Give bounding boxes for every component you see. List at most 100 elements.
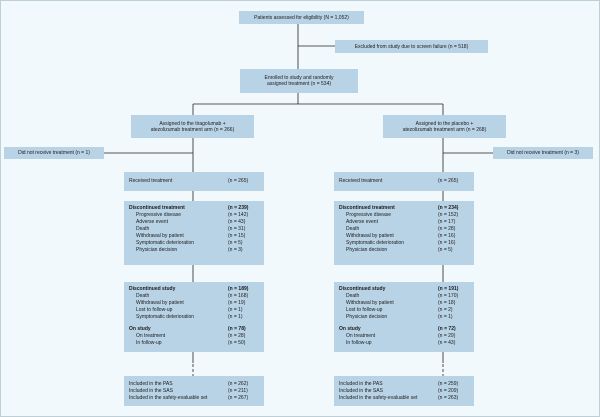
- right-disc-study-item: Physician decision (n = 1): [339, 314, 469, 320]
- row-count: (n = 267): [228, 395, 249, 401]
- row-label: Discontinued treatment: [129, 205, 185, 211]
- right-disc-treatment-header: Discontinued treatment (n = 234): [339, 205, 469, 211]
- right-included-row: Included in the PAS (n = 259): [339, 381, 469, 387]
- left-disc-study-item: Symptomatic deterioration (n = 1): [129, 314, 259, 320]
- row-count: (n = 168): [228, 293, 249, 299]
- left-on-study-item: In follow-up (n = 50): [129, 340, 259, 346]
- left-included-row: Included in the PAS (n = 262): [129, 381, 259, 387]
- right-not-received-text: Did not receive treatment (n = 3): [507, 150, 579, 156]
- excluded-text: Excluded from study due to screen failur…: [354, 43, 469, 50]
- row-label: Death: [346, 226, 360, 232]
- left-disc-treatment-box: Discontinued treatment (n = 239) Progres…: [124, 201, 264, 265]
- left-disc-study-item: Lost to follow-up (n = 1): [129, 307, 259, 313]
- row-label: Progressive disease: [136, 212, 182, 218]
- left-received-box: Received treatment (n = 265): [124, 172, 264, 191]
- row-label: On treatment: [136, 333, 166, 339]
- row-label: On study: [129, 326, 151, 332]
- row-label: Withdrawal by patient: [136, 233, 184, 239]
- left-disc-treatment-item: Symptomatic deterioration (n = 5): [129, 240, 259, 246]
- right-disc-treatment-item: Symptomatic deterioration (n = 16): [339, 240, 469, 246]
- row-count: (n = 152): [438, 212, 459, 218]
- row-count: (n = 50): [228, 340, 246, 346]
- assessed-text: Patients assessed for eligibility (N = 1…: [254, 14, 349, 21]
- row-label: Physician decision: [346, 314, 388, 320]
- row-label: Death: [346, 293, 360, 299]
- row-label: Included in the SAS: [339, 388, 383, 394]
- left-assigned-line-1: Assigned to the tiragolumab +: [159, 120, 226, 127]
- row-count: (n = 259): [438, 381, 459, 387]
- left-disc-treatment-item: Progressive disease (n = 142): [129, 212, 259, 218]
- row-label: Included in the PAS: [129, 381, 173, 387]
- row-count: (n = 1): [438, 314, 453, 320]
- row-label: Lost to follow-up: [136, 307, 173, 313]
- enrolled-line-1: Enrolled to study and randomly: [264, 75, 334, 81]
- right-disc-treatment-box: Discontinued treatment (n = 234) Progres…: [334, 201, 474, 265]
- row-count: (n = 31): [228, 226, 246, 232]
- row-label: Withdrawal by patient: [136, 300, 184, 306]
- row-count: (n = 15): [228, 233, 246, 239]
- right-disc-study-box: Discontinued study (n = 191) Death (n = …: [334, 282, 474, 352]
- row-label: Symptomatic deterioration: [136, 314, 195, 320]
- right-not-received-box: Did not receive treatment (n = 3): [493, 147, 593, 159]
- row-label: Death: [136, 293, 150, 299]
- row-label: Received treatment: [129, 178, 173, 184]
- row-label: Progressive disease: [346, 212, 392, 218]
- row-count: (n = 265): [228, 178, 249, 184]
- left-received-row: Received treatment (n = 265): [129, 178, 259, 184]
- row-label: Symptomatic deterioration: [136, 240, 195, 246]
- right-disc-study-header: Discontinued study (n = 191): [339, 286, 469, 292]
- right-assigned-line-1: Assigned to the placebo +: [415, 120, 474, 127]
- row-label: Discontinued treatment: [339, 205, 395, 211]
- row-count: (n = 265): [438, 178, 459, 184]
- row-count: (n = 19): [228, 300, 246, 306]
- row-label: Included in the safety-evaluable set: [339, 395, 418, 401]
- left-disc-study-box: Discontinued study (n = 189) Death (n = …: [124, 282, 264, 352]
- row-label: Adverse event: [136, 219, 168, 225]
- right-assigned-line-2: atezolizumab treatment arm (n = 268): [402, 126, 487, 133]
- row-count: (n = 78): [228, 326, 246, 332]
- row-label: Included in the PAS: [339, 381, 383, 387]
- row-count: (n = 43): [228, 219, 246, 225]
- right-disc-treatment-item: Withdrawal by patient (n = 16): [339, 233, 469, 239]
- row-count: (n = 16): [438, 240, 456, 246]
- row-count: (n = 17): [438, 219, 456, 225]
- right-disc-study-item: Death (n = 170): [339, 293, 469, 299]
- row-count: (n = 5): [438, 247, 453, 253]
- right-on-study-item: In follow-up (n = 43): [339, 340, 469, 346]
- row-label: In follow-up: [346, 340, 372, 346]
- row-count: (n = 170): [438, 293, 459, 299]
- row-count: (n = 263): [438, 395, 459, 401]
- row-count: (n = 3): [228, 247, 243, 253]
- left-disc-study-item: Death (n = 168): [129, 293, 259, 299]
- left-disc-treatment-item: Death (n = 31): [129, 226, 259, 232]
- row-count: (n = 189): [228, 286, 249, 292]
- left-disc-treatment-item: Adverse event (n = 43): [129, 219, 259, 225]
- excluded-box: Excluded from study due to screen failur…: [335, 40, 488, 53]
- row-label: Discontinued study: [129, 286, 176, 292]
- row-count: (n = 16): [438, 233, 456, 239]
- row-count: (n = 18): [438, 300, 456, 306]
- row-count: (n = 72): [438, 326, 456, 332]
- right-disc-treatment-item: Progressive disease (n = 152): [339, 212, 469, 218]
- row-label: On treatment: [346, 333, 376, 339]
- left-disc-treatment-item: Physician decision (n = 3): [129, 247, 259, 253]
- row-label: Withdrawal by patient: [346, 233, 394, 239]
- right-received-row: Received treatment (n = 265): [339, 178, 469, 184]
- enrolled-box: Enrolled to study and randomly assigned …: [240, 69, 358, 93]
- left-disc-study-item: Withdrawal by patient (n = 19): [129, 300, 259, 306]
- left-disc-study-header: Discontinued study (n = 189): [129, 286, 259, 292]
- row-count: (n = 262): [228, 381, 249, 387]
- row-label: Withdrawal by patient: [346, 300, 394, 306]
- row-label: In follow-up: [136, 340, 162, 346]
- row-label: Death: [136, 226, 150, 232]
- row-count: (n = 142): [228, 212, 249, 218]
- row-label: Discontinued study: [339, 286, 386, 292]
- row-label: Included in the safety-evaluable set: [129, 395, 208, 401]
- right-received-box: Received treatment (n = 265): [334, 172, 474, 191]
- row-count: (n = 43): [438, 340, 456, 346]
- row-count: (n = 1): [228, 314, 243, 320]
- left-on-study-item: On treatment (n = 28): [129, 333, 259, 339]
- right-included-row: Included in the safety-evaluable set (n …: [339, 395, 469, 401]
